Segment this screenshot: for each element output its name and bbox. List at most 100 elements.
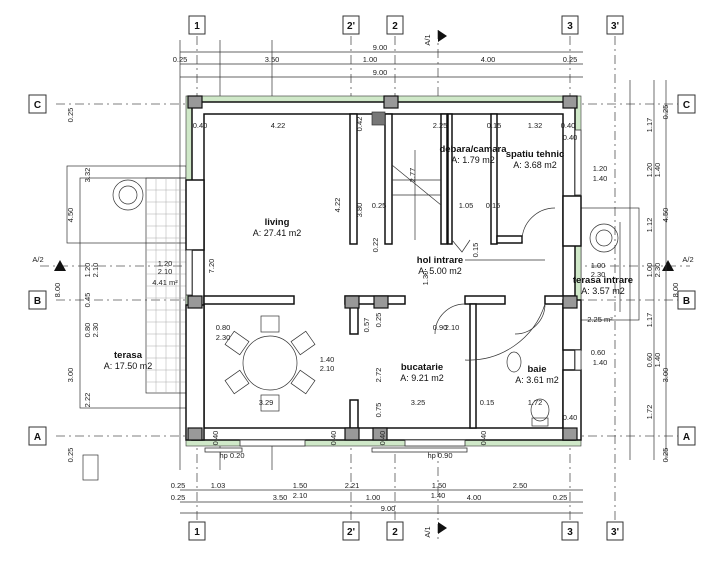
dimension-text: 1.00 — [645, 263, 654, 278]
dimension-text: 1.00 — [363, 55, 378, 64]
dimension-text: 1.30 — [421, 271, 430, 286]
dimension-text: 4.41 m² — [152, 278, 178, 287]
dimension-text: 0.25 — [563, 55, 578, 64]
dimension-text: 0.80 — [83, 323, 92, 338]
dimension-text: 2.21 — [345, 481, 360, 490]
grid-bubble — [342, 15, 360, 35]
dimension-text: 0.25 — [372, 201, 387, 210]
dimension-text: 1.20 — [593, 164, 608, 173]
grid-label: C — [34, 100, 41, 111]
grid-bubble — [28, 426, 47, 446]
dimension-text: 1.50 — [293, 481, 308, 490]
dimension-text: 3.00 — [661, 368, 670, 383]
dimension-text: 2.22 — [83, 393, 92, 408]
grid-label: A — [683, 432, 690, 443]
dimension-text: 0.40 — [563, 413, 578, 422]
room-name: debara/camara — [439, 144, 507, 155]
exterior-walls — [185, 95, 582, 447]
dimension-text: 0.25 — [173, 55, 188, 64]
dimension-text: 2.77 — [408, 168, 417, 183]
grid-label: 3 — [567, 527, 573, 538]
sanitary — [506, 351, 550, 427]
dimension-text: 1.40 — [320, 355, 335, 364]
dimension-text: 0.45 — [83, 293, 92, 308]
dimension-text: 0.15 — [471, 243, 480, 258]
dimension-text: 1.17 — [645, 313, 654, 328]
section-arrow-icon — [54, 260, 66, 271]
column — [344, 295, 360, 309]
grid-bubble — [677, 290, 696, 310]
dimension-text: 0.15 — [487, 121, 502, 130]
dimension-text: 4.00 — [481, 55, 496, 64]
grid-bubble — [677, 94, 696, 114]
column — [562, 427, 578, 441]
dimension-text: 9.00 — [381, 504, 396, 513]
dimension-text: hp 0.90 — [427, 451, 452, 460]
section-arrow-icon — [662, 260, 674, 271]
room-name: spatiu tehnic — [506, 149, 565, 160]
grid-bubble — [28, 94, 47, 114]
section-arrow-icon — [438, 30, 447, 42]
column — [187, 95, 203, 109]
dimension-text: 1.40 — [431, 491, 446, 500]
dimension-text: 0.40 — [561, 121, 576, 130]
grid-label: 1 — [194, 21, 200, 32]
grid-label: 1 — [194, 527, 200, 538]
section-label: A/2 — [32, 255, 43, 264]
dimension-text: 2.10 — [91, 263, 100, 278]
grid-label: 2 — [392, 21, 398, 32]
dimension-text: 3.29 — [259, 398, 274, 407]
dimension-text: 2.30 — [91, 323, 100, 338]
dimension-text: 2.25 — [433, 121, 448, 130]
room-area: A: 3.68 m2 — [513, 160, 557, 170]
room-area: A: 27.41 m2 — [253, 228, 302, 238]
dimension-text: 4.22 — [271, 121, 286, 130]
dimension-text: 2.10 — [445, 323, 460, 332]
grid-label: 3' — [611, 527, 619, 538]
room-area: A: 3.57 m2 — [581, 286, 625, 296]
dimension-text: 4.50 — [661, 208, 670, 223]
dimension-text: 1.12 — [645, 218, 654, 233]
dimension-text: 9.00 — [373, 68, 388, 77]
dimension-text: 0.40 — [563, 133, 578, 142]
dimension-text: 0.40 — [378, 431, 387, 446]
dimension-text: 0.25 — [66, 448, 75, 463]
dimension-text: 1.40 — [593, 174, 608, 183]
grid-bubble — [342, 521, 360, 541]
section-label: A/2 — [682, 255, 693, 264]
grid-bubble — [606, 15, 624, 35]
grid-bubble — [386, 15, 404, 35]
dimension-text: 1.50 — [432, 481, 447, 490]
grid-bubble — [386, 521, 404, 541]
grid-label: 3 — [567, 21, 573, 32]
dimension-text: 0.25 — [171, 481, 186, 490]
doors — [434, 207, 556, 361]
grid-bubble — [188, 521, 206, 541]
dimension-text: 1.40 — [653, 353, 662, 368]
section-arrow-icon — [438, 522, 447, 534]
section-label: A/1 — [423, 526, 432, 537]
grid-label: B — [34, 296, 41, 307]
dimension-text: 0.42 — [355, 117, 364, 132]
dimension-text: 2.10 — [320, 364, 335, 373]
dimension-text: 3.32 — [83, 168, 92, 183]
dimension-text: 3.50 — [265, 55, 280, 64]
dimension-text: 8.00 — [671, 283, 680, 298]
dimension-text: 1.32 — [528, 121, 543, 130]
dimension-text: 4.00 — [467, 493, 482, 502]
dimension-text: 3.00 — [66, 368, 75, 383]
dimension-text: hp 0.20 — [219, 451, 244, 460]
dimension-text: 4.22 — [333, 198, 342, 213]
grid-label: C — [683, 100, 690, 111]
dimension-text: 3.50 — [273, 493, 288, 502]
room-name: baie — [527, 364, 546, 375]
dimension-text: 9.00 — [373, 43, 388, 52]
dimension-text: 0.90 — [433, 323, 448, 332]
room-name: terasa — [114, 350, 143, 361]
dimension-text: 0.60 — [645, 353, 654, 368]
room-name: terasa intrare — [573, 275, 633, 286]
dimension-text: 0.25 — [553, 493, 568, 502]
dimension-text: 0.15 — [480, 398, 495, 407]
dimension-text: 2.25 m² — [587, 315, 613, 324]
